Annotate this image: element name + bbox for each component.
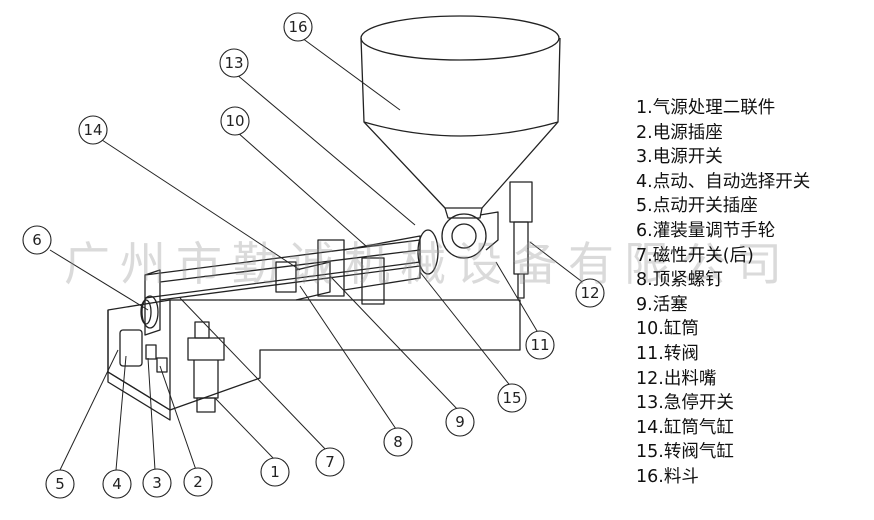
legend-item: 7.磁性开关(后)	[636, 245, 754, 266]
callout-2: 2	[183, 467, 213, 497]
legend-item: 14.缸筒气缸	[636, 417, 734, 438]
callout-9: 9	[445, 407, 475, 437]
svg-text:5: 5	[55, 475, 65, 493]
legend-item: 15.转阀气缸	[636, 442, 734, 463]
svg-text:6: 6	[32, 231, 42, 249]
svg-text:12: 12	[580, 284, 599, 302]
callout-15: 15	[497, 383, 527, 413]
callout-7: 7	[315, 447, 345, 477]
leader-lines	[49, 37, 586, 471]
svg-text:16: 16	[288, 18, 307, 36]
svg-text:7: 7	[325, 453, 335, 471]
legend-item: 12.出料嘴	[636, 368, 717, 389]
legend-item: 4.点动、自动选择开关	[636, 171, 811, 192]
callout-11: 11	[525, 330, 555, 360]
frame-rails	[144, 239, 421, 336]
callout-13: 13	[219, 48, 249, 78]
air-filter-unit	[187, 321, 225, 413]
handwheel	[140, 295, 159, 329]
svg-text:13: 13	[224, 54, 243, 72]
svg-text:15: 15	[502, 389, 521, 407]
cylinder-assembly	[275, 229, 439, 305]
callout-3: 3	[142, 468, 172, 498]
legend-item: 11.转阀	[636, 343, 699, 364]
base-cabinet	[107, 299, 521, 421]
svg-text:2: 2	[193, 473, 203, 491]
callout-6: 6	[22, 225, 52, 255]
callout-16: 16	[283, 12, 313, 42]
callout-10: 10	[220, 106, 250, 136]
callout-8: 8	[383, 427, 413, 457]
svg-text:1: 1	[270, 463, 280, 481]
svg-text:14: 14	[83, 121, 102, 139]
legend-item: 13.急停开关	[636, 393, 734, 414]
svg-text:4: 4	[112, 475, 122, 493]
svg-text:8: 8	[393, 433, 403, 451]
svg-text:9: 9	[455, 413, 465, 431]
legend-item: 6.灌装量调节手轮	[636, 220, 776, 241]
svg-text:11: 11	[530, 336, 549, 354]
legend-item: 10.缸筒	[636, 319, 699, 340]
callout-5: 5	[45, 469, 75, 499]
legend-item: 8.顶紧螺钉	[636, 270, 723, 291]
legend-item: 9.活塞	[636, 294, 688, 315]
legend-item: 16.料斗	[636, 466, 699, 487]
legend-item: 5.点动开关插座	[636, 196, 758, 217]
legend-item: 3.电源开关	[636, 147, 723, 168]
legend-item: 2.电源插座	[636, 122, 723, 143]
parts-legend: 1.气源处理二联件 2.电源插座 3.电源开关 4.点动、自动选择开关 5.点动…	[636, 96, 868, 490]
callout-12: 12	[575, 278, 605, 308]
rotary-valve	[441, 211, 499, 259]
hopper	[360, 15, 561, 219]
callout-14: 14	[78, 115, 108, 145]
callout-1: 1	[260, 457, 290, 487]
legend-item: 1.气源处理二联件	[636, 98, 776, 118]
nozzle	[509, 181, 533, 299]
callout-4: 4	[102, 469, 132, 499]
watermark-text: 广州市勤诚机械设备有限公司	[64, 237, 792, 291]
svg-text:10: 10	[225, 112, 244, 130]
svg-text:3: 3	[152, 474, 162, 492]
